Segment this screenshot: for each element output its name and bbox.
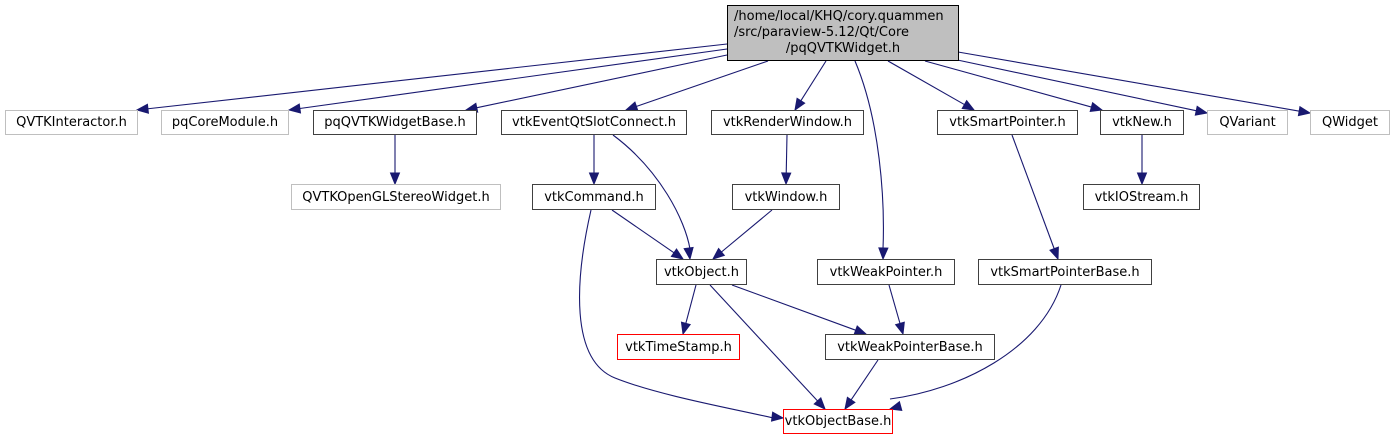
arrowhead-icon [287,103,302,114]
arrowhead-icon [588,172,600,186]
edge-pqQVTKWidgetBase-to-QVTKOpenGLStereoWidget [389,135,401,186]
edge-vtkWeakPointer-to-vtkWeakPointerBase [888,284,905,336]
node-vtkWindow[interactable]: vtkWindow.h [732,184,840,210]
node-QVTKInteractor: QVTKInteractor.h [5,110,138,135]
edge-root-to-QVariant [947,57,1209,116]
node-vtkObject[interactable]: vtkObject.h [656,259,747,285]
edge-root-to-pqQVTKWidgetBase [464,54,728,113]
edge-line [579,209,774,419]
arrowhead-icon [794,97,806,112]
arrowhead-icon [888,400,903,412]
arrowhead-icon [894,321,905,336]
node-vtkSmartPointerBase[interactable]: vtkSmartPointerBase.h [978,259,1152,285]
arrowhead-icon [1297,105,1312,117]
node-vtkRenderWindow[interactable]: vtkRenderWindow.h [711,110,864,135]
edge-line [635,60,769,108]
edge-root-to-vtkRenderWindow [794,60,827,112]
edge-line [611,209,676,254]
edge-line [850,359,879,402]
edge-root-to-QWidget [957,51,1312,117]
node-QVTKOpenGLStereoWidget: QVTKOpenGLStereoWidget.h [291,184,501,210]
edge-root-to-QVTKInteractor [135,43,728,114]
edge-root-to-vtkSmartPointer [887,60,976,111]
arrowhead-icon [780,172,792,186]
edge-line [298,48,728,110]
arrowhead-icon [844,396,856,411]
node-pqCoreModule: pqCoreModule.h [161,110,289,135]
edge-root-to-vtkWeakPointer [854,60,889,261]
edge-vtkSmartPointer-to-vtkSmartPointerBase [1011,134,1059,261]
arrowhead-icon [813,397,826,410]
node-vtkWeakPointerBase[interactable]: vtkWeakPointerBase.h [825,334,995,360]
edge-line [612,134,691,250]
arrowhead-icon [1049,246,1059,261]
edge-line [854,60,884,250]
edge-line [475,54,728,109]
arrowhead-icon [1089,101,1104,112]
edge-line [709,284,819,403]
arrowhead-icon [683,246,694,261]
edge-vtkEventQtSlotConnect-to-vtkCommand [588,135,600,186]
root-label-line-3: /pqQVTKWidget.h [785,41,901,56]
edge-vtkCommand-to-vtkObjectBase [579,209,785,422]
edge-root-to-vtkEventQtSlotConnect [624,60,769,112]
root-label-line-2: /src/paraview-5.12/Qt/Core [734,25,910,40]
arrowhead-icon [1194,105,1209,116]
edge-line [887,60,966,106]
arrowhead-icon [670,248,685,260]
arrowhead-icon [711,247,726,260]
edge-vtkNew-to-vtkIOStream [1136,135,1148,186]
node-vtkCommand[interactable]: vtkCommand.h [532,184,656,210]
edge-vtkObject-to-vtkTimeStamp [680,284,697,336]
edge-vtkEventQtSlotConnect-to-vtkObject [612,134,694,261]
edge-line [799,60,827,102]
root-node-pqQVTKWidget: /home/local/KHQ/cory.quammen /src/paravi… [727,5,959,61]
node-QWidget: QWidget [1310,110,1390,135]
edge-line [146,43,728,110]
edge-line [720,209,773,254]
node-vtkWeakPointer[interactable]: vtkWeakPointer.h [817,259,955,285]
edge-line [957,51,1301,112]
node-vtkIOStream[interactable]: vtkIOStream.h [1083,184,1200,210]
arrowhead-icon [389,172,401,186]
root-label-line-1: /home/local/KHQ/cory.quammen [734,9,944,24]
edge-line [947,57,1198,112]
arrowhead-icon [961,99,976,111]
arrowhead-icon [1136,172,1148,186]
edge-root-to-pqCoreModule [287,48,728,114]
edge-vtkObject-to-vtkWeakPointerBase [731,284,868,335]
arrowhead-icon [135,103,150,114]
edge-vtkWeakPointerBase-to-vtkObjectBase [844,359,879,411]
node-vtkEventQtSlotConnect[interactable]: vtkEventQtSlotConnect.h [501,110,687,135]
edge-line [924,60,1093,108]
edge-line [889,284,1062,400]
edge-line [888,284,901,325]
node-QVariant: QVariant [1207,110,1288,135]
node-vtkObjectBase[interactable]: vtkObjectBase.h [783,409,893,434]
edge-line [1011,134,1056,250]
arrowhead-icon [770,411,785,422]
node-vtkSmartPointer[interactable]: vtkSmartPointer.h [937,110,1078,135]
arrowhead-icon [680,321,692,336]
edge-root-to-vtkNew [924,60,1104,112]
node-vtkNew[interactable]: vtkNew.h [1100,110,1184,135]
edge-vtkWindow-to-vtkObject [711,209,773,260]
edge-line [785,134,788,175]
arrowhead-icon [878,247,889,261]
edge-vtkSmartPointerBase-to-vtkObjectBase [888,284,1062,412]
node-vtkTimeStamp[interactable]: vtkTimeStamp.h [617,334,740,360]
edge-line [685,284,697,325]
edge-vtkRenderWindow-to-vtkWindow [780,134,792,186]
edge-line [731,284,857,332]
node-pqQVTKWidgetBase[interactable]: pqQVTKWidgetBase.h [313,110,477,135]
edge-vtkCommand-to-vtkObject [611,209,685,260]
edge-vtkObject-to-vtkObjectBase [709,284,826,410]
